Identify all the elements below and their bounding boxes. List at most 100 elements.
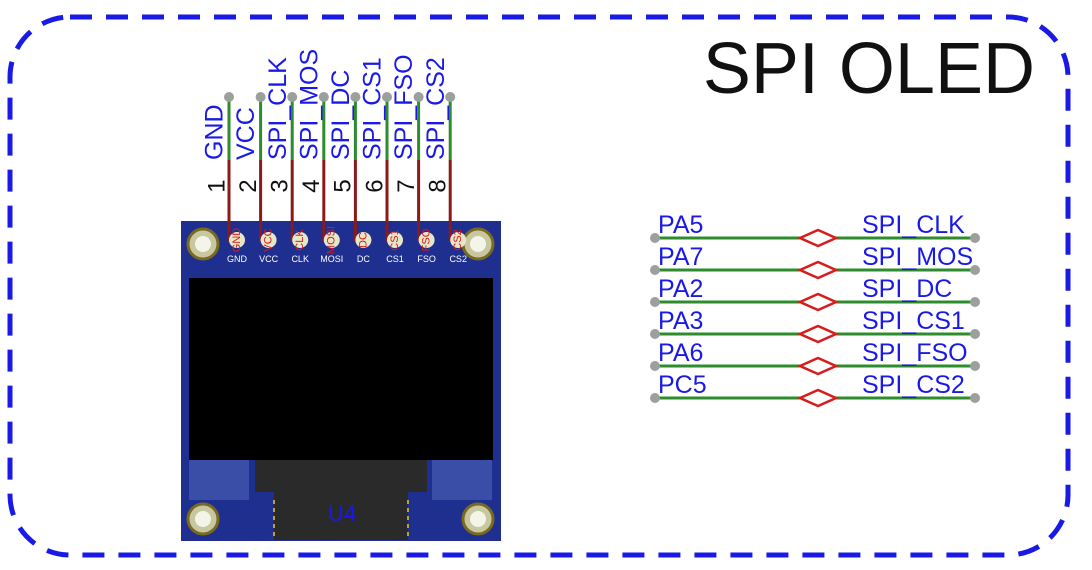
net-node-right [970,233,980,243]
pin-net-label: SPI_DC [327,70,355,160]
pin-end-node [350,92,361,102]
pcb-lower-right-panel [432,460,492,500]
module-pin-5[interactable]: DC DC 5 SPI_DC [327,70,372,264]
pin-end-node [382,92,392,102]
pin-silk-label: CS2 [449,254,467,264]
pin-end-node [287,92,298,102]
net-label-left: PA3 [658,307,703,335]
pin-pad [387,232,403,248]
net-node-right [970,393,980,403]
mounting-hole-bottom-left-inner [195,511,211,527]
pin-net-label: SPI_CS1 [359,57,387,160]
pin-pad [355,232,372,248]
pin-pad-label: CLK [294,229,306,251]
pin-number: 5 [330,179,357,192]
net-label-right: SPI_CS1 [862,307,965,335]
net-node-left [650,329,660,339]
pin-pad-label: CS1 [389,229,401,250]
pin-silk-label: CLK [291,254,309,264]
pin-net-label: SPI_FSO [390,54,418,160]
pin-silk-label: MOSI [320,254,343,264]
net-node-left [650,297,660,307]
pin-end-node [318,92,329,102]
net-label-right: SPI_CLK [862,211,965,239]
pin-net-label: VCC [232,107,260,160]
pin-number: 1 [203,179,230,192]
pin-number: 3 [267,179,294,192]
pin-pad [418,232,435,248]
pin-net-label: SPI_CS2 [422,57,450,160]
pin-number: 2 [235,179,262,192]
module-pin-3[interactable]: CLK CLK 3 SPI_CLK [264,57,309,264]
pin-silk-label: FSO [417,254,436,264]
net-label-right: SPI_CS2 [862,371,965,399]
pin-pad [260,232,277,248]
pin-pad [292,232,309,248]
pin-pad-label: MOSI [326,226,338,254]
mounting-hole-top-left-inner [195,236,211,252]
pin-pad [229,232,245,248]
mounting-hole-top-right-inner [470,236,486,252]
net-node-right [970,297,980,307]
pcb-lower-left-panel [189,460,249,500]
mounting-hole-bottom-right-inner [470,511,486,527]
net-connection-pa2[interactable]: PA2 SPI_DC [650,275,980,312]
pin-end-node [413,92,424,102]
net-label-right: SPI_DC [862,275,952,303]
net-label-left: PA5 [658,211,703,239]
pin-end-node [255,92,266,102]
flex-cable [255,460,427,492]
net-node-right [970,329,980,339]
pin-pad-label: GND [231,228,243,253]
net-label-right: SPI_FSO [862,339,968,367]
pin-silk-label: CS1 [386,254,404,264]
net-link-diamond [796,356,840,376]
net-link-diamond [796,324,840,344]
oled-screen [189,278,493,460]
oled-module[interactable]: U4 [181,221,501,541]
net-link-diamond [796,292,840,312]
net-label-left: PA2 [658,275,703,303]
pin-silk-label: DC [357,254,370,264]
net-label-left: PA7 [658,243,703,271]
net-link-diamond [796,388,840,408]
pin-silk-label: VCC [259,254,279,264]
group-border [7,14,1071,558]
pin-net-label: SPI_CLK [264,57,292,160]
pin-end-node [445,92,456,102]
net-connection-pa5[interactable]: PA5 SPI_CLK [650,211,980,248]
module-pins: GNDGND1GNDVCCVCC2VCCCLKCLK3SPI_CLKMOSIMO… [201,49,467,264]
net-label-right: SPI_MOS [862,243,973,271]
flex-cable-tail [274,492,408,540]
pin-silk-label: GND [227,254,248,264]
pin-pad-label: DC [357,232,369,248]
net-connection-pa3[interactable]: PA3 SPI_CS1 [650,307,980,344]
net-node-left [650,393,660,403]
pin-pad-label: CS2 [452,229,464,250]
designator: U4 [328,501,356,526]
net-node-right [970,265,980,275]
net-connection-pa6[interactable]: PA6 SPI_FSO [650,339,980,376]
pin-pad-label: FSO [421,228,433,251]
pin-net-label: GND [201,104,229,160]
net-label-left: PC5 [658,371,707,399]
net-node-left [650,265,660,275]
net-connection-pa7[interactable]: PA7 SPI_MOS [650,243,980,280]
net-link-diamond [796,260,840,280]
pin-number: 4 [298,179,325,192]
net-node-left [650,233,660,243]
net-link-diamond [796,228,840,248]
pin-number: 8 [425,179,452,192]
net-label-left: PA6 [658,339,703,367]
pin-net-label: SPI_MOS [295,49,323,160]
net-connection-pc5[interactable]: PC5 SPI_CS2 [650,371,980,408]
pin-pad [323,232,340,248]
